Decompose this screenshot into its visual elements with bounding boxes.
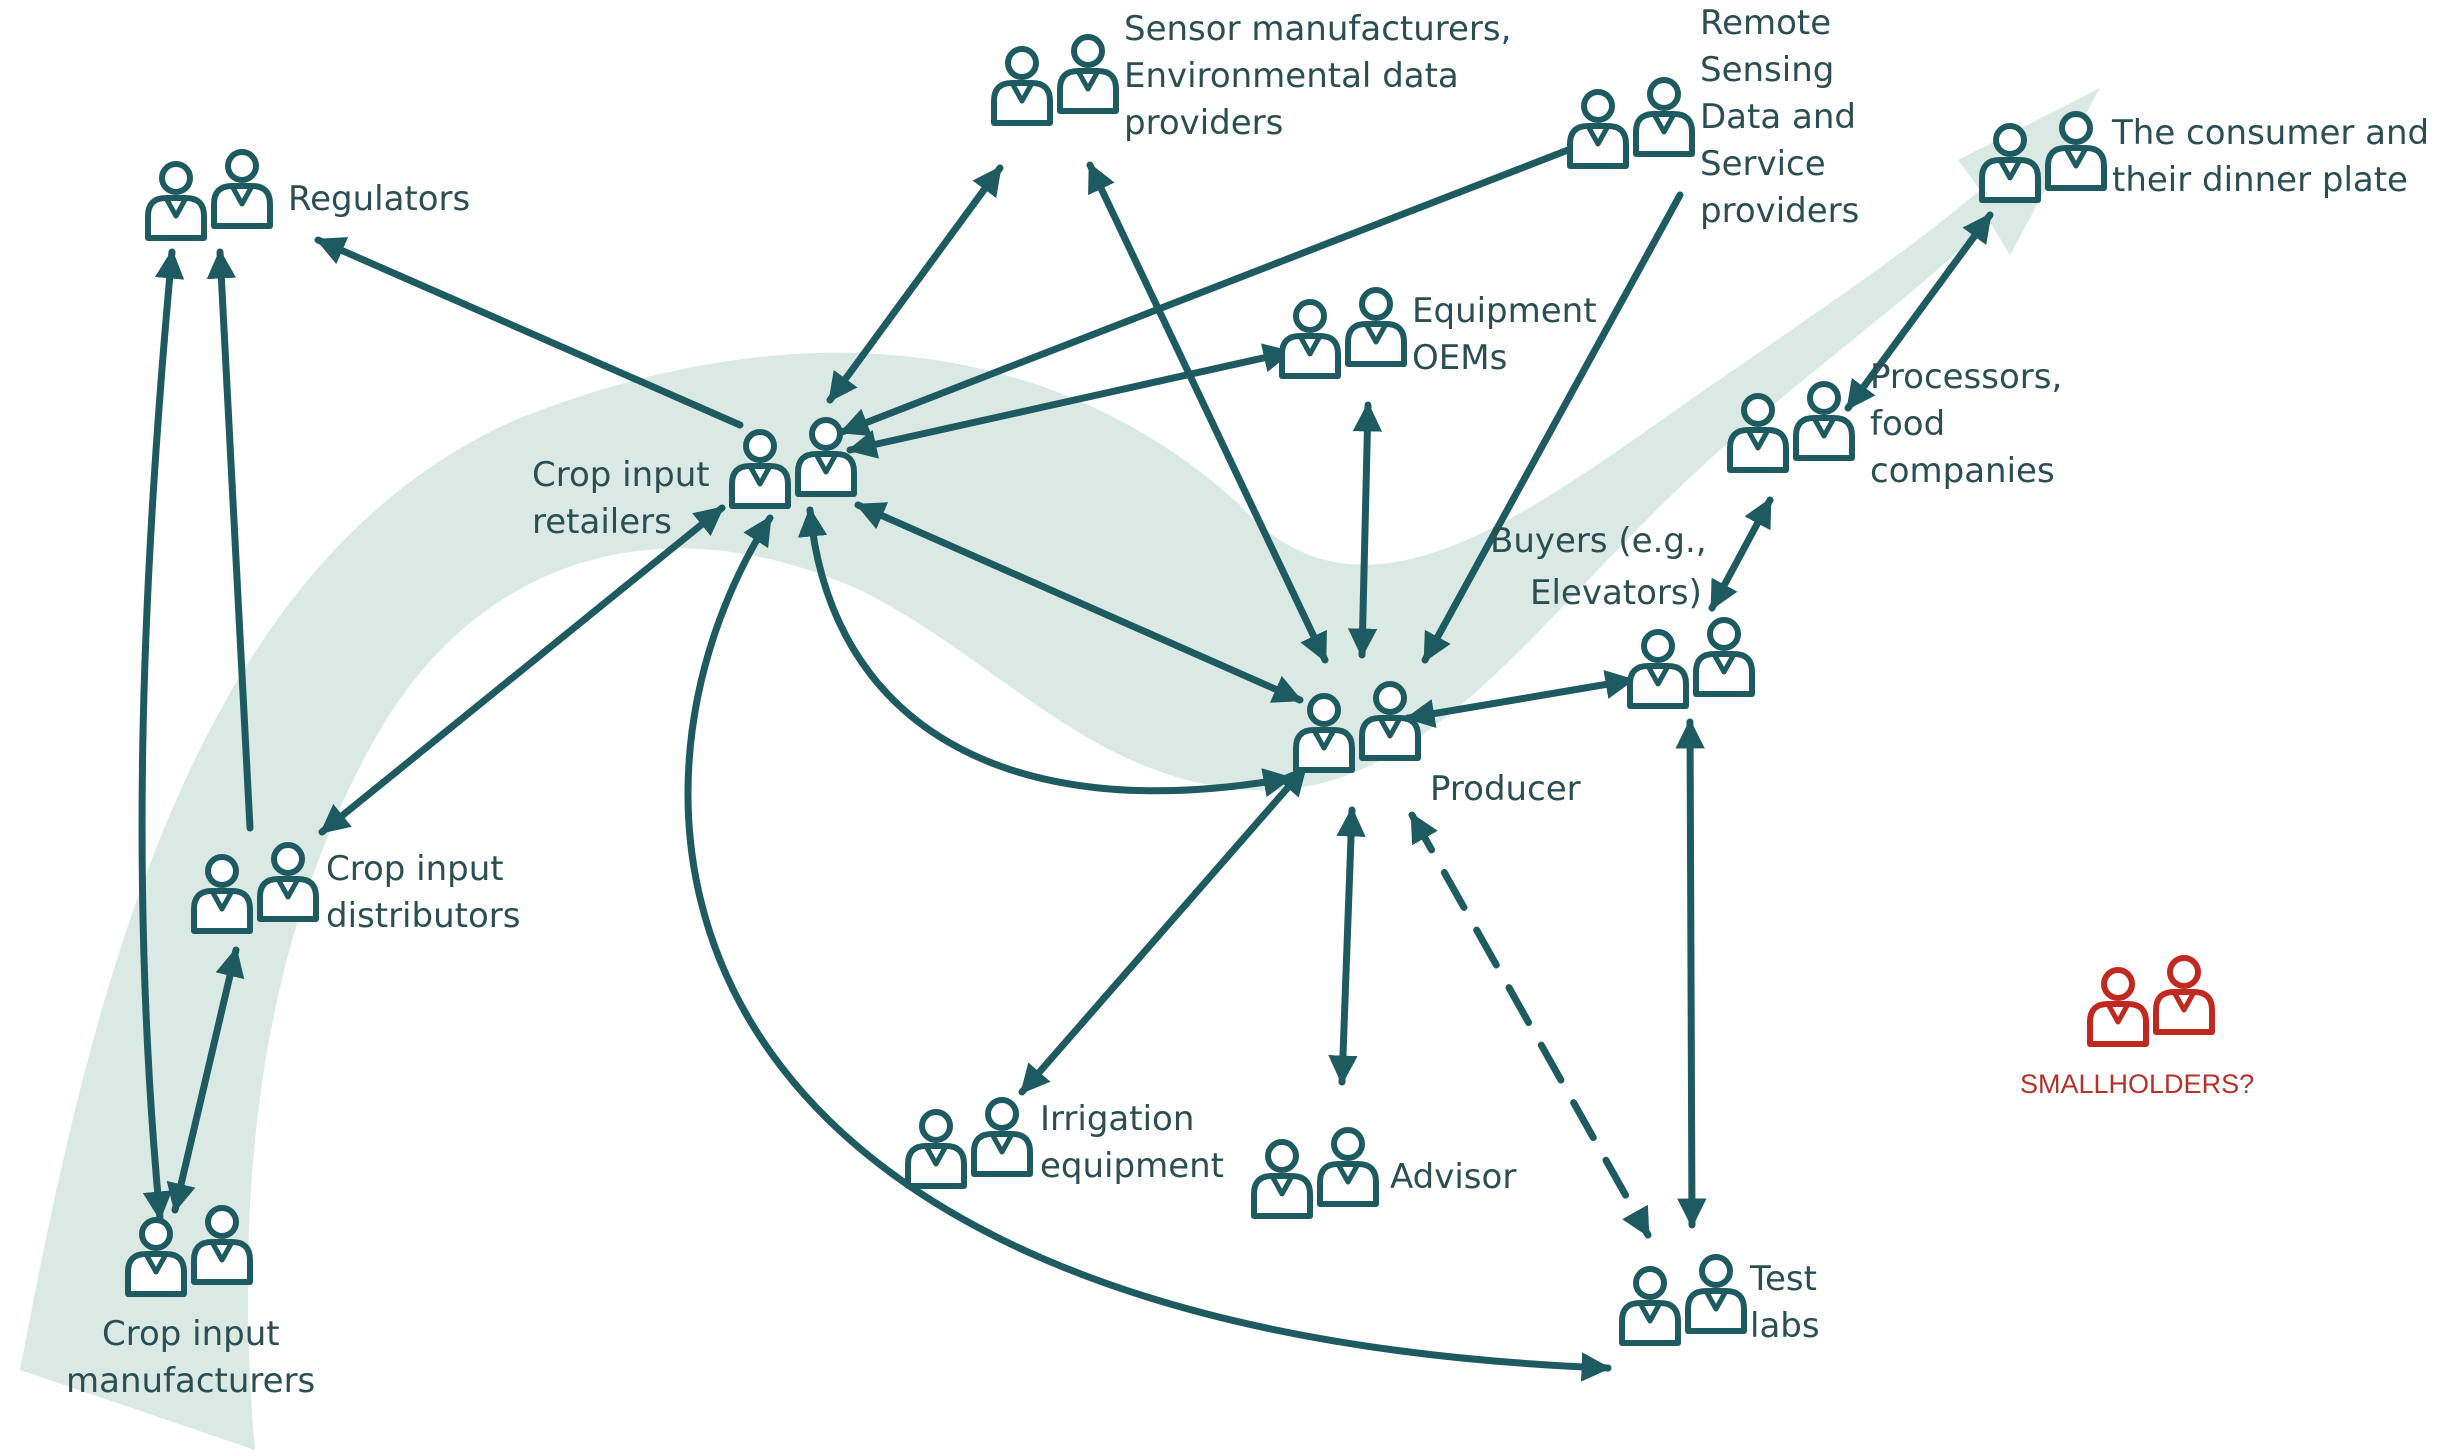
- edge-producer-buyers: [1404, 669, 1636, 729]
- edge-retailers-distributors: [318, 504, 726, 836]
- edges-layer: [138, 146, 1994, 1382]
- edge-distributors-regulators: [206, 248, 254, 832]
- regulators-label: Regulators: [288, 179, 470, 219]
- producer-label: Producer: [1430, 769, 1581, 809]
- equipment-oems-label: Equipment OEMs: [1412, 291, 1607, 378]
- advisor-label: Advisor: [1390, 1157, 1516, 1197]
- processors-label: Processors, food companies: [1870, 357, 2073, 491]
- smallholders-label: SMALLHOLDERS?: [2020, 1069, 2254, 1099]
- smallholders-icon[interactable]: [2090, 958, 2212, 1044]
- consumer-label: The consumer and their dinner plate: [2111, 113, 2440, 200]
- test-labs-label: Test labs: [1749, 1259, 1828, 1346]
- edge-equipment-producer: [1347, 401, 1383, 659]
- edge-processors-consumer: [1844, 211, 1994, 412]
- edge-manufacturers-distributors: [166, 946, 245, 1214]
- crop-input-distributors-label: Crop input distributors: [326, 849, 520, 936]
- test-labs-icon[interactable]: [1622, 1257, 1744, 1343]
- regulators-icon[interactable]: [148, 152, 270, 238]
- processors-icon[interactable]: [1730, 384, 1852, 470]
- edge-retailers-regulators: [314, 236, 744, 429]
- advisor-icon[interactable]: [1254, 1130, 1376, 1216]
- irrigation-equipment-label: Irrigation equipment: [1040, 1099, 1224, 1186]
- edge-remote-producer: [1421, 191, 1684, 664]
- irrigation-equipment-icon[interactable]: [908, 1100, 1030, 1186]
- edge-producer-testlabs: [1408, 811, 1652, 1239]
- remote-sensing-providers-icon[interactable]: [1570, 80, 1692, 166]
- remote-sensing-label: Remote Sensing Data and Service provider…: [1700, 3, 1867, 231]
- edge-producer-irrigation: [1018, 764, 1309, 1096]
- edge-buyers-testlabs: [1675, 718, 1707, 1229]
- buyers-label: Buyers (e.g., Elevators): [1490, 521, 1717, 613]
- edge-buyers-processors: [1708, 496, 1774, 612]
- crop-input-manufacturers-label: Crop input manufacturers: [66, 1314, 315, 1401]
- sensor-manufacturers-label: Sensor manufacturers, Environmental data…: [1124, 9, 1522, 143]
- equipment-oems-icon[interactable]: [1282, 290, 1404, 376]
- crop-input-retailers-label: Crop input retailers: [532, 455, 720, 542]
- edge-retailers-testlabs: [684, 514, 1612, 1382]
- edge-producer-advisor: [1328, 806, 1366, 1086]
- value-chain-flow-arrow: [20, 88, 2100, 1450]
- buyers-icon[interactable]: [1630, 620, 1752, 706]
- edge-manufacturers-regulators: [138, 248, 185, 1222]
- edge-sensor-producer: [1086, 161, 1329, 664]
- sensor-manufacturers-icon[interactable]: [994, 37, 1116, 123]
